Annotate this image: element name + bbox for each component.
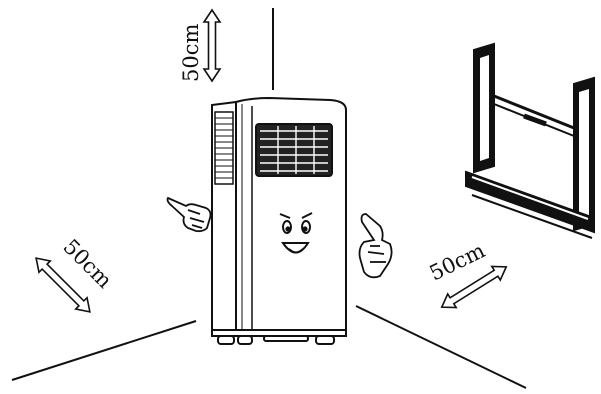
right-clearance: 50cm	[426, 238, 508, 309]
top-vent-louvers	[260, 126, 328, 174]
double-arrow-icon	[440, 265, 508, 309]
floor-line-left	[11, 320, 197, 381]
wheel-icon	[217, 335, 335, 345]
double-arrow-icon	[202, 8, 222, 83]
pointing-hand-icon	[358, 213, 393, 279]
left-clearance: 50cm	[35, 235, 117, 313]
portable-air-conditioner-icon	[211, 96, 347, 345]
pointing-hand-icon	[166, 196, 212, 233]
top-clearance-label: 50cm	[179, 24, 203, 82]
smiling-face-icon	[279, 212, 313, 254]
room-corner-lines	[11, 8, 527, 389]
top-vent	[255, 123, 333, 177]
top-clearance: 50cm	[179, 8, 222, 83]
right-clearance-label: 50cm	[426, 238, 489, 285]
side-vent-grille	[215, 117, 233, 179]
double-arrow-icon	[35, 257, 91, 313]
floor-line-right	[355, 305, 527, 389]
window-frame-icon	[465, 42, 595, 239]
